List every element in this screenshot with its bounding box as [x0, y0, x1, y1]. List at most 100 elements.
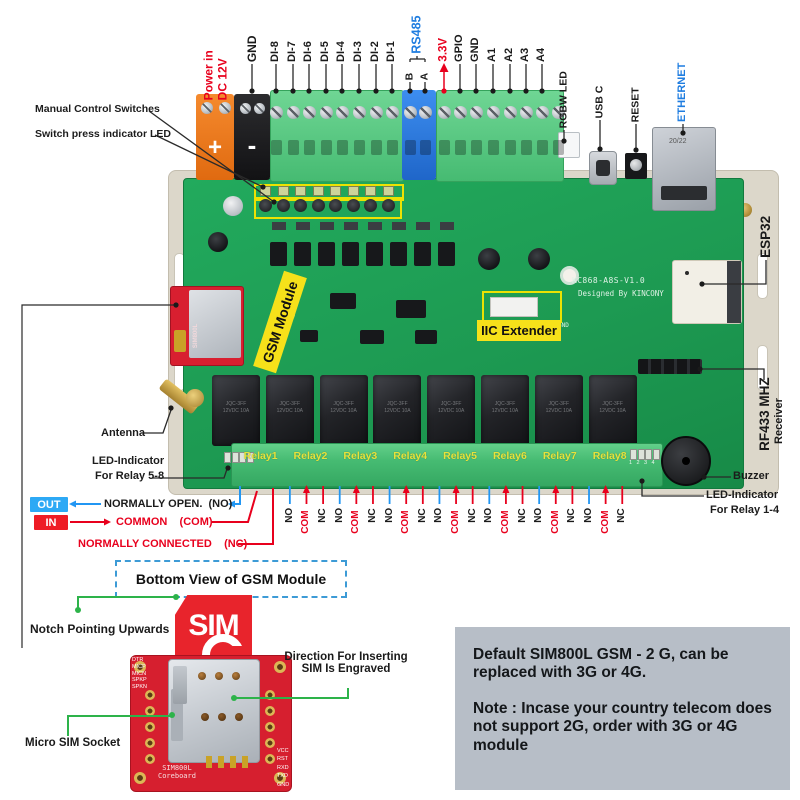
- sim-contact: [215, 672, 223, 680]
- terminal-opening: [504, 140, 516, 155]
- terminal-label-no: NO: [433, 507, 445, 523]
- right-pad: [265, 706, 275, 716]
- pin-label-reset: RESET: [629, 86, 642, 122]
- terminal-label-nc: NC: [317, 508, 329, 523]
- capacitor: [478, 248, 500, 270]
- mounting-hole: [560, 266, 579, 285]
- indicator-led: [382, 186, 394, 196]
- capacitor: [223, 196, 243, 216]
- terminal-label-no: NO: [333, 507, 345, 523]
- relay58-led: [224, 452, 231, 463]
- terminal-label-nc: NC: [616, 508, 628, 523]
- terminal-label-com: COM: [450, 510, 462, 534]
- resistor: [344, 222, 358, 230]
- iic-connector: [490, 297, 538, 317]
- terminal-opening: [552, 140, 564, 155]
- relay-component: JQC-3FF 12VDC 10A: [265, 375, 314, 446]
- out-badge: OUT: [30, 497, 68, 512]
- terminal-opening: [438, 140, 450, 155]
- optocoupler: [318, 242, 335, 266]
- pin-label-power-in-dc-12v: Power in DC 12V: [201, 49, 230, 100]
- relay-component: JQC-3FF 12VDC 10A: [588, 375, 637, 446]
- terminal-screw: [418, 105, 432, 119]
- terminal-label-nc: NC: [466, 508, 478, 523]
- antenna-label: Antenna: [101, 427, 145, 439]
- ethernet-jack: 20/22: [652, 127, 716, 211]
- enclosure-slot: [757, 253, 768, 299]
- optocoupler: [366, 242, 383, 266]
- tactile-button: [381, 199, 395, 212]
- pin-label-gpio: GPIO: [453, 34, 466, 62]
- tactile-button: [311, 199, 325, 212]
- bottom-view-title-box: Bottom View of GSM Module: [115, 560, 347, 598]
- switch-led-label: Switch press indicator LED: [35, 128, 171, 140]
- ic-chip: [360, 330, 384, 344]
- terminal-screw: [519, 105, 533, 119]
- relay14-led: [637, 449, 645, 460]
- relay-name-label: Relay1: [243, 450, 278, 462]
- pin-label-di-4: DI-4: [335, 41, 348, 62]
- terminal-opening: [353, 140, 365, 155]
- relay-marking: JQC-3FF 12VDC 10A: [545, 401, 572, 414]
- bottom-view-title: Bottom View of GSM Module: [135, 571, 327, 587]
- right-label-rf433-mhz: RF433 MHZ: [757, 377, 773, 451]
- optocoupler: [414, 242, 431, 266]
- terminal-screw: [201, 102, 213, 114]
- indicator-led: [365, 186, 376, 196]
- relay-name-label: Relay4: [393, 450, 428, 462]
- indicator-led: [330, 186, 341, 196]
- terminal-opening: [536, 140, 548, 155]
- relay-marking: JQC-3FF 12VDC 10A: [222, 401, 250, 414]
- terminal-opening: [320, 140, 332, 155]
- terminal-label-nc: NC: [417, 508, 429, 523]
- tactile-button: [364, 199, 377, 212]
- relay-marking: JQC-3FF 12VDC 10A: [599, 401, 626, 414]
- right-pin-label: GND: [277, 781, 290, 788]
- ethernet-marking: 20/22: [669, 138, 687, 145]
- relay-component: JQC-3FF 12VDC 10A: [481, 375, 529, 446]
- relay58-led: [246, 452, 254, 463]
- pin-label-a: A: [418, 72, 431, 80]
- terminal-screw: [469, 105, 483, 119]
- terminal-opening: [470, 140, 482, 155]
- ic-chip: [396, 300, 426, 318]
- resistor: [416, 222, 430, 230]
- terminal-screw: [269, 105, 283, 119]
- digital-input-terminals: [270, 90, 404, 182]
- pin-label-rs485: RS485: [409, 15, 424, 54]
- left-pin-label: MICN: [132, 670, 147, 677]
- tactile-button: [346, 199, 360, 212]
- left-pad: [145, 706, 155, 716]
- relay14-led-number: 4: [651, 460, 655, 466]
- gsm-module-board: [170, 286, 244, 366]
- right-label-receiver: Receiver: [773, 398, 786, 444]
- terminal-screw: [503, 105, 517, 119]
- right-pad: [265, 690, 275, 700]
- left-pad: [145, 754, 155, 764]
- usb-c-port: [589, 151, 617, 185]
- sim-contact: [235, 713, 243, 721]
- relay-component: JQC-3FF 12VDC 10A: [427, 375, 476, 446]
- relay-component: JQC-3FF 12VDC 10A: [319, 375, 368, 446]
- terminal-label-com: COM: [549, 510, 561, 534]
- terminal-label-no: NO: [533, 507, 545, 523]
- terminal-screw: [239, 102, 251, 114]
- plus-mark: +: [207, 134, 222, 161]
- buzzer-component: [661, 436, 711, 486]
- for-relay-58-label: For Relay 5-8: [95, 470, 165, 482]
- indicator-led: [277, 186, 289, 196]
- left-pin-label: MICP: [132, 663, 146, 670]
- pin-label-b: B: [403, 72, 416, 80]
- terminal-screw: [335, 105, 349, 119]
- relay-name-label: Relay2: [293, 450, 328, 462]
- capacitor: [528, 248, 550, 270]
- ic-chip: [415, 330, 437, 344]
- analog-terminals: [436, 90, 564, 182]
- relay-marking: JQC-3FF 12VDC 10A: [276, 401, 303, 414]
- terminal-opening: [270, 140, 282, 155]
- rs485-terminal: [402, 90, 436, 180]
- led-indicator-58-label: LED-Indicator: [92, 455, 165, 467]
- right-pin-label: VCC: [277, 748, 289, 754]
- relay-component: JQC-3FF 12VDC 10A: [212, 375, 260, 446]
